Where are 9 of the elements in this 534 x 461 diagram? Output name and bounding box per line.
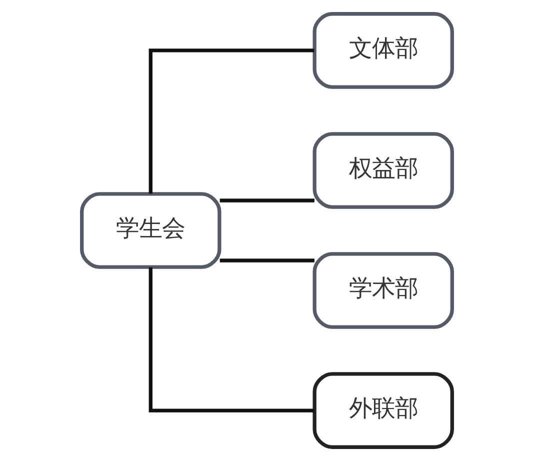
connector [148,48,314,194]
connector [220,258,314,262]
connector [220,198,314,202]
node-box: 权益部 [312,132,454,209]
node-box: 学术部 [312,252,454,329]
node-box: 文体部 [312,12,454,89]
connector [148,267,314,412]
node-box: 学生会 [80,192,222,269]
node-box: 外联部 [312,372,454,449]
